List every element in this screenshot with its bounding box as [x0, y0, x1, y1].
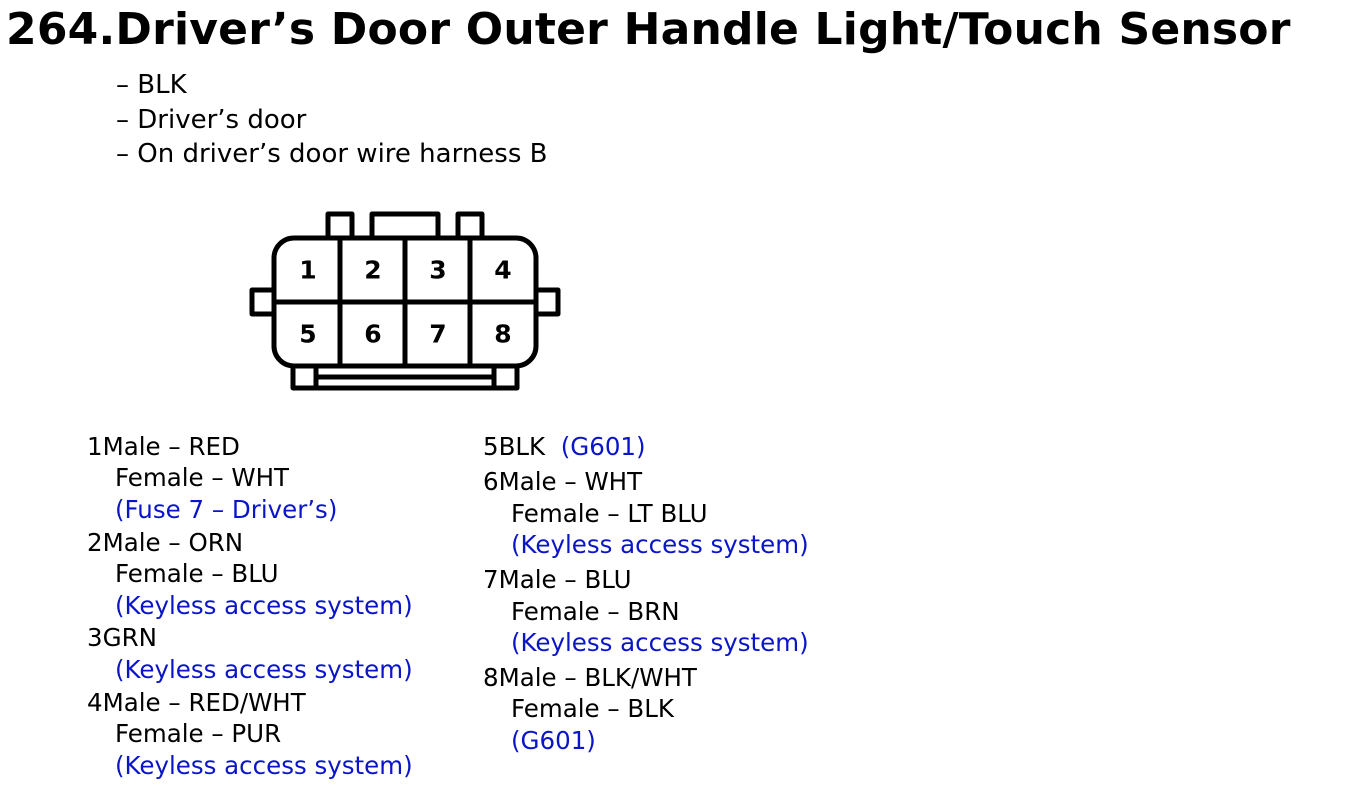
pin-2-note: (Keyless access system) — [115, 590, 413, 620]
pin-7-male: 7Male – BLU — [483, 565, 632, 595]
connector-side-tab-right — [533, 287, 561, 317]
pin-1-male: 1Male – RED — [87, 432, 240, 461]
pin-4-note: (Keyless access system) — [115, 750, 413, 780]
info-location: – Driver’s door — [116, 104, 307, 135]
connector-pin-5: 5 — [299, 320, 316, 349]
pin-entry-5: 5BLK (G601) — [483, 431, 809, 462]
pin-1-female: Female – WHT — [115, 463, 290, 493]
connector-pin-3: 3 — [429, 256, 446, 285]
pin-list-right: 5BLK (G601) 6Male – WHT Female – LT BLU … — [483, 431, 809, 760]
pin-1-note: (Fuse 7 – Driver’s) — [115, 494, 338, 524]
pin-3-note: (Keyless access system) — [115, 654, 413, 684]
pin-8-male: 8Male – BLK/WHT — [483, 662, 697, 692]
connector-diagram: 1 2 3 4 5 6 7 8 — [249, 211, 561, 391]
pin-entry-7: 7Male – BLU Female – BRN (Keyless access… — [483, 564, 809, 658]
connector-pin-8: 8 — [494, 320, 511, 349]
pin-entry-2: 2Male – ORN Female – BLU (Keyless access… — [87, 527, 413, 621]
pin-3-wire: 3GRN — [87, 623, 157, 653]
pin-list-left: 1Male – RED Female – WHT (Fuse 7 – Drive… — [87, 431, 413, 782]
connector-pin-1: 1 — [299, 256, 316, 285]
connector-side-tab-left — [249, 287, 277, 317]
pin-5-wire: 5BLK — [483, 432, 546, 461]
pin-entry-6: 6Male – WHT Female – LT BLU (Keyless acc… — [483, 466, 809, 560]
pin-2-female: Female – BLU — [115, 559, 279, 589]
pin-8-female: Female – BLK — [511, 694, 674, 724]
connector-pin-6: 6 — [364, 320, 381, 349]
pin-entry-4: 4Male – RED/WHT Female – PUR (Keyless ac… — [87, 687, 413, 781]
connector-info: – BLK – Driver’s door – On driver’s door… — [116, 68, 548, 172]
info-harness: – On driver’s door wire harness B — [116, 139, 548, 169]
page-title: 264.Driver’s Door Outer Handle Light/Tou… — [6, 4, 1291, 55]
pin-7-note: (Keyless access system) — [511, 627, 809, 657]
pin-entry-3: 3GRN (Keyless access system) — [87, 622, 413, 685]
pin-entry-1: 1Male – RED Female – WHT (Fuse 7 – Drive… — [87, 431, 413, 525]
pin-4-female: Female – PUR — [115, 719, 282, 749]
pin-4-male: 4Male – RED/WHT — [87, 687, 306, 717]
pin-6-female: Female – LT BLU — [511, 498, 708, 528]
info-color: – BLK — [116, 70, 187, 100]
pin-5-note: (G601) — [560, 432, 646, 461]
pin-2-male: 2Male – ORN — [87, 527, 244, 557]
connector-pin-7: 7 — [429, 320, 446, 349]
pin-7-female: Female – BRN — [511, 596, 680, 626]
pin-6-male: 6Male – WHT — [483, 467, 643, 497]
pin-8-note: (G601) — [511, 725, 596, 755]
connector-pin-2: 2 — [364, 256, 381, 285]
connector-pin-4: 4 — [494, 256, 511, 285]
pin-entry-8: 8Male – BLK/WHT Female – BLK (G601) — [483, 662, 809, 756]
pin-6-note: (Keyless access system) — [511, 530, 809, 560]
